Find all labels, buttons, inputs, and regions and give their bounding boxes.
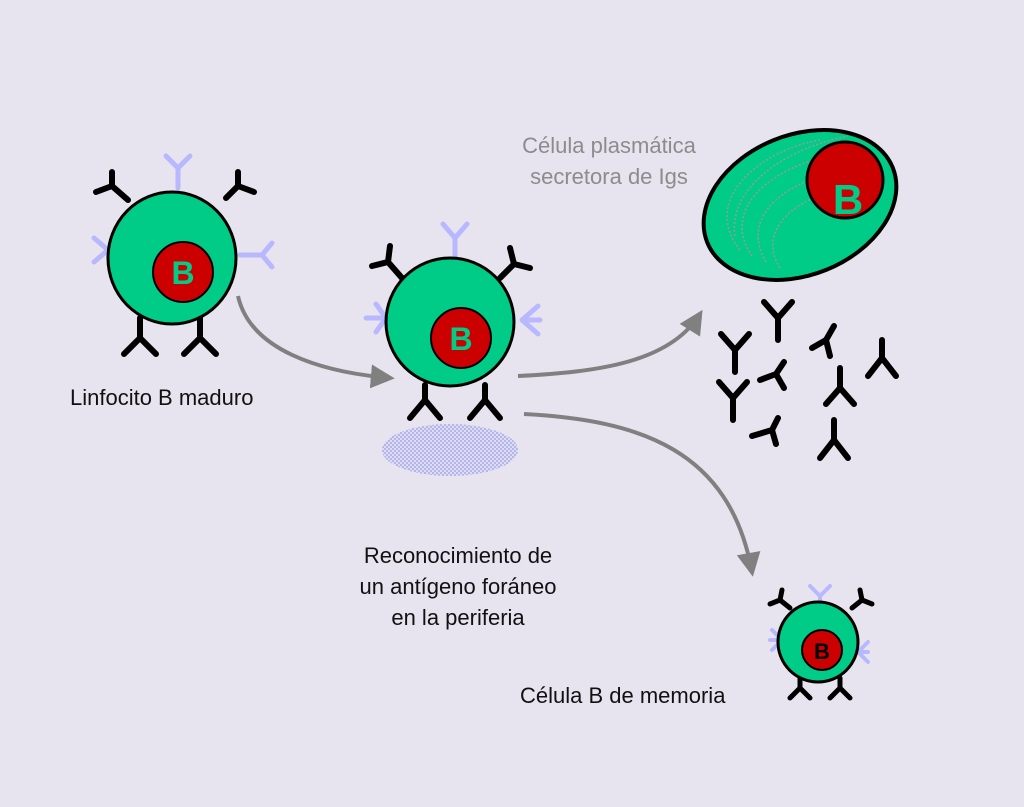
antibody-icon bbox=[718, 331, 752, 375]
plasma-cell-label: Célula plasmática secretora de Igs bbox=[506, 130, 712, 192]
recognition-label-line3: en la periferia bbox=[391, 605, 525, 630]
nucleus-letter: B bbox=[449, 321, 472, 357]
antibody-icon bbox=[809, 323, 837, 359]
activated-b-cell: B bbox=[363, 221, 543, 476]
antibody-icon bbox=[817, 417, 851, 461]
nucleus-letter: B bbox=[814, 639, 830, 664]
plasma-cell: B bbox=[701, 128, 899, 282]
memory-b-label: Célula B de memoria bbox=[520, 680, 725, 711]
plasma-cell-label-line1: Célula plasmática bbox=[522, 133, 696, 158]
antibody-icon bbox=[761, 299, 795, 343]
recognition-label-line1: Reconocimiento de bbox=[363, 543, 553, 568]
nucleus bbox=[801, 629, 843, 671]
curved-arrow-icon bbox=[236, 295, 395, 389]
mature-b-label: Linfocito B maduro bbox=[70, 382, 253, 413]
antibody-icon bbox=[865, 337, 899, 379]
nucleus-letter: B bbox=[833, 176, 863, 223]
arrows bbox=[236, 295, 761, 577]
curved-arrow-icon bbox=[517, 309, 703, 378]
antibody-icon bbox=[823, 365, 857, 407]
foreign-antigen bbox=[382, 424, 518, 476]
memory-b-label-text: Célula B de memoria bbox=[520, 683, 726, 708]
mature-b-label-text: Linfocito B maduro bbox=[70, 385, 254, 410]
secreted-antibodies bbox=[716, 299, 899, 461]
mature-b-lymphocyte: B bbox=[91, 153, 275, 357]
antibody-icon bbox=[757, 359, 787, 391]
curved-arrow-icon bbox=[523, 412, 761, 577]
nucleus bbox=[152, 241, 214, 303]
dark-receptor-icon bbox=[369, 243, 533, 421]
dark-receptor-icon bbox=[767, 587, 875, 701]
nucleus bbox=[430, 307, 492, 369]
recognition-label: Reconocimiento de un antígeno foráneo en… bbox=[340, 540, 576, 633]
recognition-label-line2: un antígeno foráneo bbox=[359, 574, 557, 599]
antibody-icon bbox=[749, 415, 781, 447]
memory-b-cell: B bbox=[767, 584, 875, 701]
light-receptor-icon bbox=[363, 221, 543, 337]
nucleus-letter: B bbox=[171, 255, 194, 291]
antibody-icon bbox=[716, 379, 750, 423]
dark-receptor-icon bbox=[93, 169, 257, 357]
plasma-cell-label-line2: secretora de Igs bbox=[530, 164, 688, 189]
nucleus bbox=[805, 140, 885, 220]
cell-body bbox=[701, 128, 899, 282]
